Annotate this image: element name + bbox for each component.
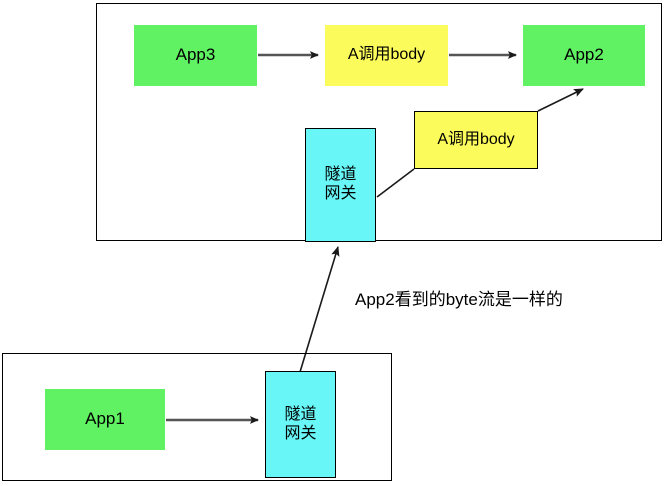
node-gateway-bottom[interactable]: 隧道 网关 <box>265 371 336 478</box>
node-body-mid[interactable]: A调用body <box>414 111 538 169</box>
node-app3-label: App3 <box>175 45 216 65</box>
byte-stream-note: App2看到的byte流是一样的 <box>355 290 563 309</box>
bottom-container <box>2 353 392 481</box>
node-app2-label: App2 <box>564 45 604 65</box>
node-gateway-top-label: 隧道 网关 <box>324 166 357 202</box>
node-body-top[interactable]: A调用body <box>325 25 448 86</box>
node-body-top-label: A调用body <box>347 46 426 64</box>
top-container <box>96 3 662 241</box>
node-app1-label: App1 <box>85 409 125 429</box>
node-app1[interactable]: App1 <box>45 389 165 450</box>
node-body-mid-label: A调用body <box>437 130 515 148</box>
node-gateway-top[interactable]: 隧道 网关 <box>305 128 376 242</box>
node-app2[interactable]: App2 <box>523 25 645 86</box>
node-gateway-bottom-label: 隧道 网关 <box>284 405 317 442</box>
node-app3[interactable]: App3 <box>134 25 257 86</box>
